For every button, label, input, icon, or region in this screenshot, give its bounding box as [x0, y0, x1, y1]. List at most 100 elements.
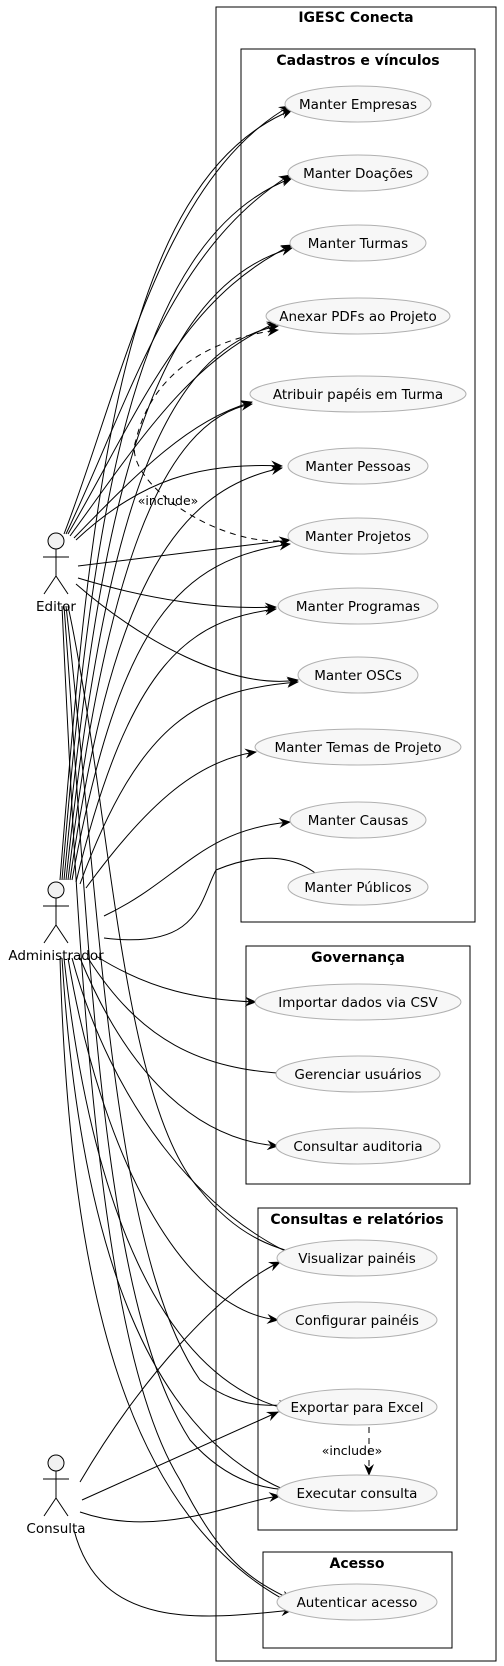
edge-editor-programas [77, 577, 277, 613]
actor-administrador-head [47, 881, 65, 899]
actor-administrador-body [43, 898, 69, 944]
use-case-programas-label: Manter Programas [296, 599, 420, 615]
actor-editor-body [43, 549, 69, 595]
use-case-autenticar[interactable]: Autenticar acesso [276, 1583, 438, 1621]
actor-editor[interactable]: Editor [36, 532, 76, 615]
edge-admin-visualizar [71, 957, 311, 1263]
use-case-publicos[interactable]: Manter Públicos [287, 868, 429, 906]
include-projetos-anexar [133, 326, 291, 542]
edge-admin-temas [85, 748, 257, 889]
edge-admin-exportar [63, 957, 291, 1413]
edge-editor-pessoas [75, 460, 283, 541]
package-cadastros [240, 48, 476, 923]
edge-editor-doacoes [65, 174, 291, 535]
use-case-atribuir-label: Atribuir papéis em Turma [273, 387, 443, 403]
edge-admin-turmas [63, 246, 293, 881]
edge-admin-doacoes [61, 177, 293, 881]
edge-admin-pessoas [69, 465, 283, 881]
include-label-2: «include» [322, 1443, 383, 1458]
use-case-empresas[interactable]: Manter Empresas [284, 85, 432, 123]
use-case-atribuir[interactable]: Atribuir papéis em Turma [249, 375, 467, 413]
edge-editor-autenticar [61, 605, 293, 1601]
use-case-publicos-label: Manter Públicos [304, 880, 411, 896]
edge-consulta-exportar [81, 1411, 279, 1501]
use-case-executar-label: Executar consulta [297, 1486, 418, 1502]
use-case-oscs-label: Manter OSCs [314, 668, 402, 684]
package-acesso [262, 1551, 453, 1649]
use-case-usuarios-label: Gerenciar usuários [294, 1067, 421, 1083]
actor-administrador-label: Administrador [8, 948, 104, 964]
edge-editor-oscs [75, 583, 299, 687]
actor-consulta-body [43, 1471, 69, 1517]
actor-editor-head [47, 532, 65, 550]
edge-consulta-visualizar [79, 1261, 281, 1483]
edge-editor-anexar [69, 321, 279, 537]
associations [59, 105, 337, 1617]
actor-consulta[interactable]: Consulta [26, 1454, 86, 1537]
use-case-exportar[interactable]: Exportar para Excel [276, 1388, 438, 1426]
use-case-executar[interactable]: Executar consulta [276, 1474, 438, 1512]
use-case-turmas[interactable]: Manter Turmas [289, 224, 427, 262]
package-consultas [257, 1207, 458, 1531]
edge-admin-projetos [71, 540, 291, 881]
use-case-doacoes-label: Manter Doações [303, 166, 413, 182]
use-case-empresas-label: Manter Empresas [299, 97, 417, 113]
package-governanca [245, 945, 471, 1185]
use-case-visualizar[interactable]: Visualizar painéis [276, 1239, 438, 1277]
use-case-turmas-label: Manter Turmas [308, 236, 408, 252]
use-case-configurar-label: Configurar painéis [295, 1313, 419, 1329]
use-case-causas-label: Manter Causas [308, 813, 409, 829]
package-cadastros-title: Cadastros e vínculos [276, 53, 439, 69]
edge-editor-atribuir [73, 400, 253, 539]
use-case-csv-label: Importar dados via CSV [278, 995, 438, 1011]
edge-admin-configurar [67, 957, 279, 1324]
use-case-anexar[interactable]: Anexar PDFs ao Projeto [265, 297, 451, 335]
use-case-csv[interactable]: Importar dados via CSV [254, 983, 462, 1021]
edge-editor-exportar [65, 605, 291, 1411]
edge-admin-oscs [79, 677, 299, 885]
package-acesso-title: Acesso [330, 1556, 385, 1572]
edge-admin-anexar [65, 323, 279, 881]
use-case-temas-label: Manter Temas de Projeto [274, 740, 441, 756]
edge-admin-causas [103, 817, 291, 917]
use-case-doacoes[interactable]: Manter Doações [287, 154, 429, 192]
use-case-pessoas[interactable]: Manter Pessoas [287, 447, 429, 485]
edge-admin-publicos [103, 857, 337, 941]
package-governanca-title: Governança [311, 950, 405, 966]
edge-admin-executar [61, 957, 296, 1495]
use-case-autenticar-label: Autenticar acesso [297, 1595, 418, 1611]
edge-admin-empresas [59, 109, 293, 881]
actor-consulta-label: Consulta [26, 1521, 85, 1537]
edge-editor-projetos [77, 536, 291, 567]
edge-admin-atribuir [67, 400, 253, 881]
use-case-exportar-label: Exportar para Excel [290, 1400, 423, 1416]
edge-consulta-autenticar [73, 1529, 293, 1617]
edge-editor-visualizar [67, 605, 311, 1259]
use-case-programas[interactable]: Manter Programas [277, 587, 439, 625]
edge-admin-programas [75, 605, 277, 883]
use-case-projetos-label: Manter Projetos [305, 529, 411, 545]
system-boundary [215, 6, 497, 1662]
actor-editor-label: Editor [36, 599, 76, 615]
edge-admin-autenticar [59, 957, 293, 1605]
include-label-1: «include» [138, 493, 199, 508]
edge-consulta-executar [79, 1492, 281, 1523]
use-case-usuarios[interactable]: Gerenciar usuários [275, 1055, 441, 1093]
edge-admin-csv [95, 955, 257, 1007]
use-case-auditoria-label: Consultar auditoria [293, 1139, 422, 1155]
edge-admin-usuarios [87, 957, 293, 1079]
system-title: IGESC Conecta [298, 10, 413, 26]
actor-administrador[interactable]: Administrador [8, 881, 104, 964]
use-case-projetos[interactable]: Manter Projetos [287, 517, 429, 555]
use-case-anexar-label: Anexar PDFs ao Projeto [279, 309, 436, 325]
use-case-oscs[interactable]: Manter OSCs [297, 656, 419, 694]
use-case-temas[interactable]: Manter Temas de Projeto [254, 728, 462, 766]
use-case-pessoas-label: Manter Pessoas [305, 459, 411, 475]
edge-admin-auditoria [79, 957, 279, 1151]
actor-consulta-head [47, 1454, 65, 1472]
edge-editor-turmas [67, 244, 293, 535]
use-case-configurar[interactable]: Configurar painéis [276, 1301, 438, 1339]
use-case-auditoria[interactable]: Consultar auditoria [275, 1127, 441, 1165]
use-case-causas[interactable]: Manter Causas [289, 801, 427, 839]
